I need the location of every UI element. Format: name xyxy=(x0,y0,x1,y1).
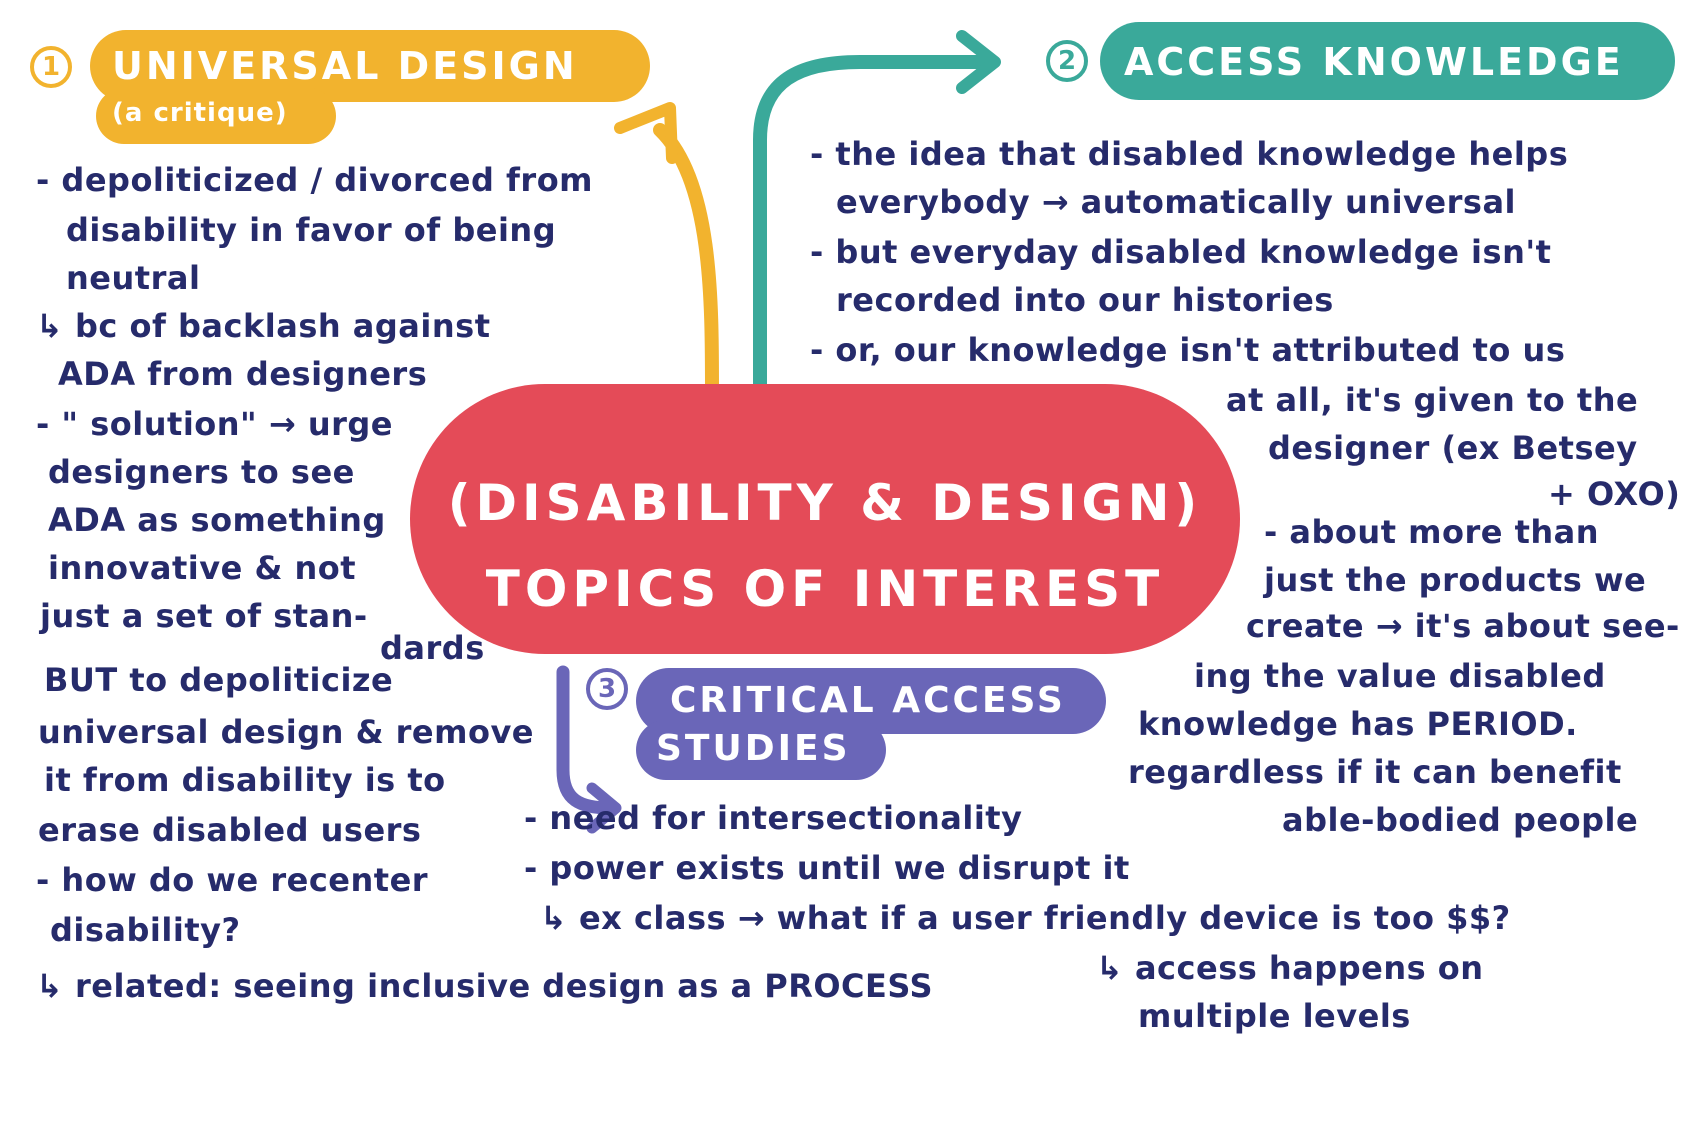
access-knowledge-header-bubble xyxy=(1100,22,1675,100)
section-number-3: 3 xyxy=(586,668,628,710)
ca-note-line: - power exists until we disrupt it xyxy=(524,849,1130,887)
ud-note-line: universal design & remove xyxy=(38,713,534,751)
ud-note-line: innovative & not xyxy=(48,549,357,587)
ca-note-line: - need for intersectionality xyxy=(524,799,1023,837)
ud-note-line: ↳ related: seeing inclusive design as a … xyxy=(36,967,934,1005)
arrow-to-universal-design xyxy=(653,123,719,399)
arrow-to-critical-access xyxy=(556,665,617,815)
critical-access-subtitle-bubble xyxy=(636,720,886,780)
ud-note-line: disability? xyxy=(50,911,241,949)
arrowhead-teal xyxy=(956,30,1001,94)
ud-note-line: ↳ bc of backlash against xyxy=(36,307,491,345)
ak-note-line: + OXO) xyxy=(1548,475,1681,513)
section-number-2: 2 xyxy=(1046,40,1088,82)
ak-note-line: knowledge has PERIOD. xyxy=(1138,705,1578,743)
ud-note-line: - how do we recenter xyxy=(36,861,429,899)
ca-note-line: ↳ access happens on xyxy=(1096,949,1484,987)
ak-note-line: recorded into our histories xyxy=(836,281,1334,319)
ud-note-line: just a set of stan- xyxy=(40,597,368,635)
ak-note-line: able-bodied people xyxy=(1282,801,1639,839)
ak-note-line: just the products we xyxy=(1264,561,1647,599)
ud-note-line: neutral xyxy=(66,259,201,297)
ud-note-line: - " solution" → urge xyxy=(36,405,393,443)
ud-note-line: ADA as something xyxy=(48,501,386,539)
ak-note-line: - the idea that disabled knowledge helps xyxy=(810,135,1569,173)
ak-note-line: - but everyday disabled knowledge isn't xyxy=(810,233,1552,271)
center-title-line2: TOPICS OF INTEREST xyxy=(485,560,1165,618)
center-title-line1: (DISABILITY & DESIGN) xyxy=(447,474,1203,532)
section-number-1: 1 xyxy=(30,46,72,88)
ca-note-line: multiple levels xyxy=(1138,997,1411,1035)
ud-note-line: disability in favor of being xyxy=(66,211,557,249)
arrow-to-access-knowledge xyxy=(753,55,997,399)
ak-note-line: at all, it's given to the xyxy=(1226,381,1639,419)
ud-note-line: BUT to depoliticize xyxy=(44,661,394,699)
ud-note-line: erase disabled users xyxy=(38,811,422,849)
arrowhead-yellow xyxy=(614,102,678,164)
universal-design-subtitle-bubble xyxy=(96,88,336,144)
ak-note-line: designer (ex Betsey xyxy=(1268,429,1638,467)
ak-note-line: - or, our knowledge isn't attributed to … xyxy=(810,331,1566,369)
ud-note-line: - depoliticized / divorced from xyxy=(36,161,594,199)
ak-note-line: ing the value disabled xyxy=(1194,657,1606,695)
ak-note-line: regardless if it can benefit xyxy=(1128,753,1622,791)
ud-note-line: dards xyxy=(380,629,485,667)
ak-note-line: create → it's about see- xyxy=(1246,607,1680,645)
arrowhead-purple xyxy=(586,782,622,834)
ud-note-line: ADA from designers xyxy=(58,355,428,393)
ak-note-line: everybody → automatically universal xyxy=(836,183,1516,221)
ud-note-line: designers to see xyxy=(48,453,355,491)
universal-design-title: UNIVERSAL DESIGN xyxy=(112,44,578,88)
ud-note-line: it from disability is to xyxy=(44,761,446,799)
critical-access-title-line2: STUDIES xyxy=(656,728,851,769)
universal-design-subtitle: (a critique) xyxy=(112,98,288,128)
critical-access-title-line1: CRITICAL ACCESS xyxy=(670,680,1066,721)
access-knowledge-title: ACCESS KNOWLEDGE xyxy=(1124,40,1624,84)
center-bubble xyxy=(410,384,1240,654)
ak-note-line: - about more than xyxy=(1264,513,1600,551)
ca-note-line: ↳ ex class → what if a user friendly dev… xyxy=(540,899,1511,937)
